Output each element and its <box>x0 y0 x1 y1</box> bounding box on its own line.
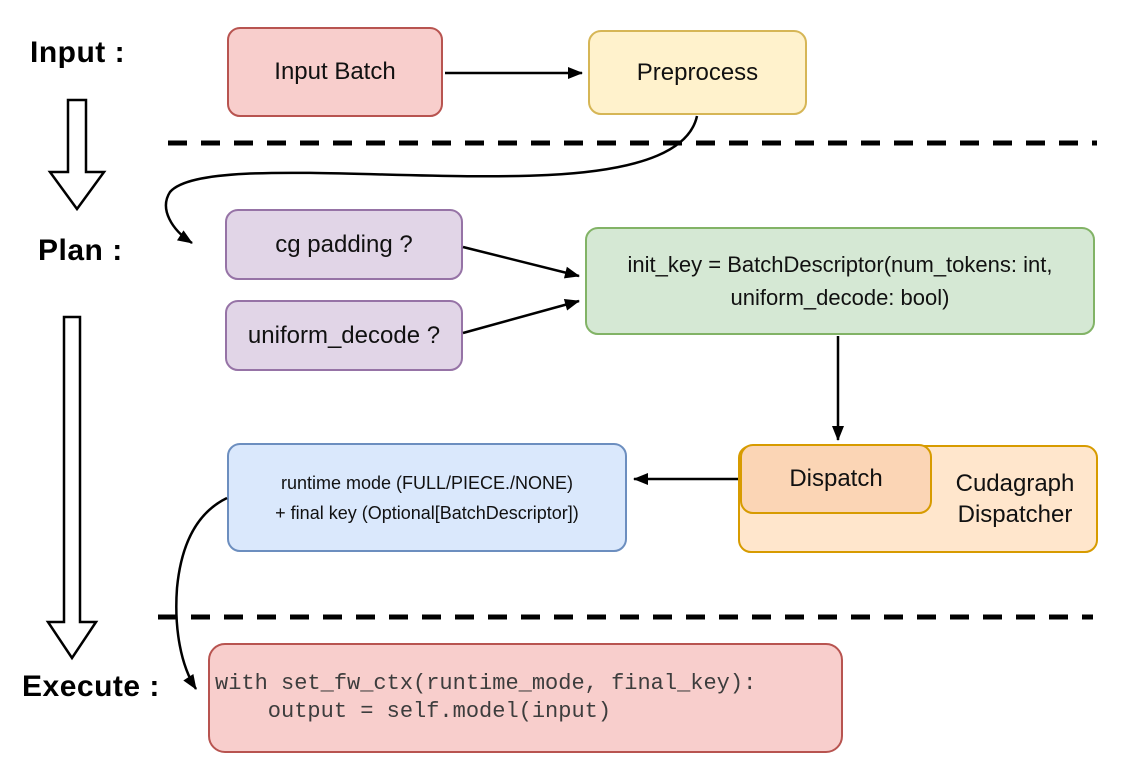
arrow-uniformdecode-to-initkey <box>462 298 580 335</box>
runtime-mode-node: runtime mode (FULL/PIECE./NONE) + final … <box>227 443 627 552</box>
cudagraph-dispatcher-line1: Cudagraph <box>955 470 1075 497</box>
cudagraph-dispatcher-line2: Dispatcher <box>957 501 1073 528</box>
cudagraph-dispatcher-label: Cudagraph Dispatcher <box>934 447 1096 551</box>
input-section-label: Input : <box>30 36 126 69</box>
execute-code-node: with set_fw_ctx(runtime_mode, final_key)… <box>208 643 843 753</box>
input-section-flow-arrow <box>47 98 107 212</box>
runtime-mode-line2: + final key (Optional[BatchDescriptor]) <box>275 502 579 523</box>
init-key-line1: init_key = BatchDescriptor(num_tokens: i… <box>627 252 1053 277</box>
dispatch-label: Dispatch <box>789 465 883 492</box>
dispatch-node: Dispatch <box>740 444 932 514</box>
plan-section-label: Plan : <box>38 234 123 267</box>
preprocess-node: Preprocess <box>588 30 807 115</box>
init-key-line2: uniform_decode: bool) <box>730 285 950 310</box>
runtime-mode-line1: runtime mode (FULL/PIECE./NONE) <box>280 472 574 493</box>
execute-code-line2: output = self.model(input) <box>215 699 612 724</box>
plan-section-flow-arrow <box>45 315 99 661</box>
input-batch-node: Input Batch <box>227 27 443 117</box>
uniform-decode-label: uniform_decode ? <box>247 321 441 349</box>
preprocess-label: Preprocess <box>636 58 759 86</box>
cg-padding-node: cg padding ? <box>225 209 463 280</box>
cg-padding-label: cg padding ? <box>275 230 413 258</box>
uniform-decode-node: uniform_decode ? <box>225 300 463 371</box>
execute-code-line1: with set_fw_ctx(runtime_mode, final_key)… <box>215 671 757 696</box>
execute-section-label: Execute : <box>22 670 160 703</box>
arrow-cgpadding-to-initkey <box>462 245 580 279</box>
input-batch-label: Input Batch <box>274 58 396 85</box>
init-key-node: init_key = BatchDescriptor(num_tokens: i… <box>585 227 1095 335</box>
